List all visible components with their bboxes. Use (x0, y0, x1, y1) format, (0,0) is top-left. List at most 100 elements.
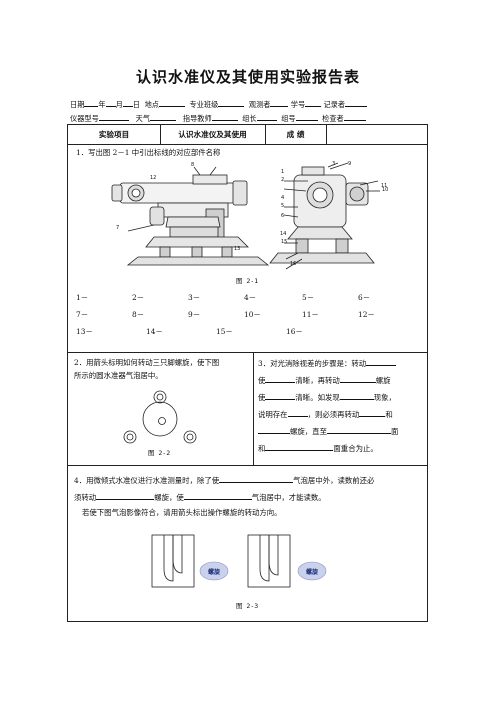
coincidence-bubble-figure (151, 534, 327, 588)
divider (68, 144, 427, 145)
q2-text-line-2: 所示的圆水准器气泡居中。 (74, 371, 163, 380)
q3-text: 和 (385, 410, 393, 419)
q4-text: 气泡居中，才能读数。 (251, 493, 326, 502)
callout-6: 6 (281, 213, 285, 219)
q1-answer-10: 10－ (244, 310, 261, 319)
q1-answer-11: 11－ (302, 310, 319, 319)
q1-answer-2: 2－ (132, 293, 145, 302)
q1-answer-16: 16－ (286, 327, 303, 336)
callout-9: 9 (348, 161, 352, 167)
q3-line-1: 3．对光消除视差的步骤是：转动 (258, 357, 397, 371)
checker-field[interactable] (343, 113, 366, 121)
major-field[interactable] (218, 99, 245, 107)
q4-text: 须转动 (74, 493, 97, 502)
figure-2-1-caption: 图 2-1 (236, 277, 259, 285)
q3-text: 清晰。如发现 (295, 393, 340, 402)
tilting-screw-knob-left[interactable] (199, 561, 229, 581)
leader-field[interactable] (256, 113, 277, 121)
q4-line-2: 须转动螺旋，使气泡居中，才能读数。 (74, 491, 326, 505)
divider (68, 352, 427, 353)
q3-blank-2[interactable] (265, 374, 296, 383)
q3-text: 面重合为止。 (333, 444, 378, 453)
q4-line-1: 4．用微倾式水准仪进行水准测量时，除了使气泡居中外，读数前还必 (74, 474, 374, 488)
q3-line-6: 和 面重合为止。 (258, 442, 378, 456)
callout-3: 3 (332, 161, 336, 167)
q3-line-2: 使清晰，再转动螺旋 (258, 374, 391, 388)
model-label: 仪器型号 (70, 114, 99, 123)
group-no-label: 组号 (281, 114, 296, 123)
q3-text: 和 (258, 444, 266, 453)
callout-15: 15 (281, 239, 288, 245)
year-label: 年 (98, 100, 106, 109)
student-id-field[interactable] (305, 99, 322, 107)
date-blank[interactable] (84, 99, 99, 107)
group-no-field[interactable] (295, 113, 318, 121)
q3-line-5: 螺旋，直至面 (258, 425, 398, 439)
weather-field[interactable] (150, 113, 177, 121)
divider (326, 125, 327, 144)
q3-text: 3．对光消除视差的步骤是：转动 (258, 359, 367, 368)
callout-1: 1 (281, 169, 285, 175)
leader-label: 组长 (242, 114, 257, 123)
divider (253, 352, 254, 465)
observer-label: 观测者 (248, 100, 271, 109)
q3-blank-10[interactable] (265, 442, 334, 451)
q3-blank-4[interactable] (265, 391, 296, 400)
q1-answer-6: 6－ (358, 293, 371, 302)
callout-8: 8 (191, 162, 195, 168)
location-label: 地点 (144, 100, 159, 109)
model-field[interactable] (98, 113, 129, 121)
day-label: 日 (132, 100, 140, 109)
q3-text: 说明存在 (258, 410, 288, 419)
q3-text: ，则必须再转动 (307, 410, 360, 419)
q3-blank-8[interactable] (258, 425, 290, 434)
q1-answer-4: 4－ (244, 293, 257, 302)
q1-answer-5: 5－ (302, 293, 315, 302)
header-experiment-name: 认识水准仪及其使用 (178, 130, 247, 139)
figure-2-2-caption: 图 2-2 (148, 449, 171, 457)
q3-blank-6[interactable] (287, 408, 308, 417)
header-score: 成 绩 (286, 130, 305, 139)
tilting-screw-knob-right[interactable] (297, 561, 327, 581)
q3-text: 螺旋，直至 (290, 427, 327, 436)
callout-4: 4 (281, 195, 285, 201)
q3-blank-1[interactable] (366, 357, 397, 366)
major-label: 专业班级 (189, 100, 219, 109)
q3-blank-7[interactable] (359, 408, 386, 417)
q4-blank-2[interactable] (96, 491, 155, 500)
day-blank[interactable] (122, 99, 133, 107)
q1-answer-13: 13－ (76, 327, 93, 336)
callout-16: 16 (290, 261, 297, 267)
month-blank[interactable] (105, 99, 116, 107)
callout-11: 11 (381, 183, 388, 189)
q1-answer-3: 3－ (188, 293, 201, 302)
callout-5: 5 (281, 203, 285, 209)
callout-10: 10 (382, 187, 389, 193)
level-instrument-figure (111, 162, 380, 270)
observer-field[interactable] (270, 99, 289, 107)
q3-blank-9[interactable] (326, 425, 391, 434)
divider (265, 125, 266, 144)
callout-14: 14 (280, 231, 287, 237)
recorder-label: 记录者 (323, 100, 346, 109)
q1-answer-8: 8－ (132, 310, 145, 319)
q4-blank-1[interactable] (219, 474, 294, 483)
location-field[interactable] (158, 99, 185, 107)
callout-7: 7 (116, 225, 120, 231)
q4-blank-3[interactable] (183, 491, 252, 500)
recorder-field[interactable] (345, 99, 368, 107)
score-field[interactable] (327, 126, 427, 143)
q3-text: 清晰，再转动 (295, 376, 340, 385)
instructor-field[interactable] (211, 113, 238, 121)
q3-blank-5[interactable] (339, 391, 374, 400)
q3-text: 现象， (373, 393, 396, 402)
q4-text: 4．用微倾式水准仪进行水准测量时，除了使 (74, 476, 220, 485)
date-label: 日期 (70, 100, 85, 109)
instructor-label: 指导教师 (182, 114, 212, 123)
info-row-1: 日期年月日 地点 专业班级 观测者 学号 记录者 (70, 99, 368, 110)
header-item: 实验项目 (98, 130, 130, 139)
q3-blank-3[interactable] (339, 374, 376, 383)
knob-label-right: 螺旋 (305, 569, 318, 576)
q3-text: 使 (258, 376, 266, 385)
q1-answer-7: 7－ (76, 310, 89, 319)
